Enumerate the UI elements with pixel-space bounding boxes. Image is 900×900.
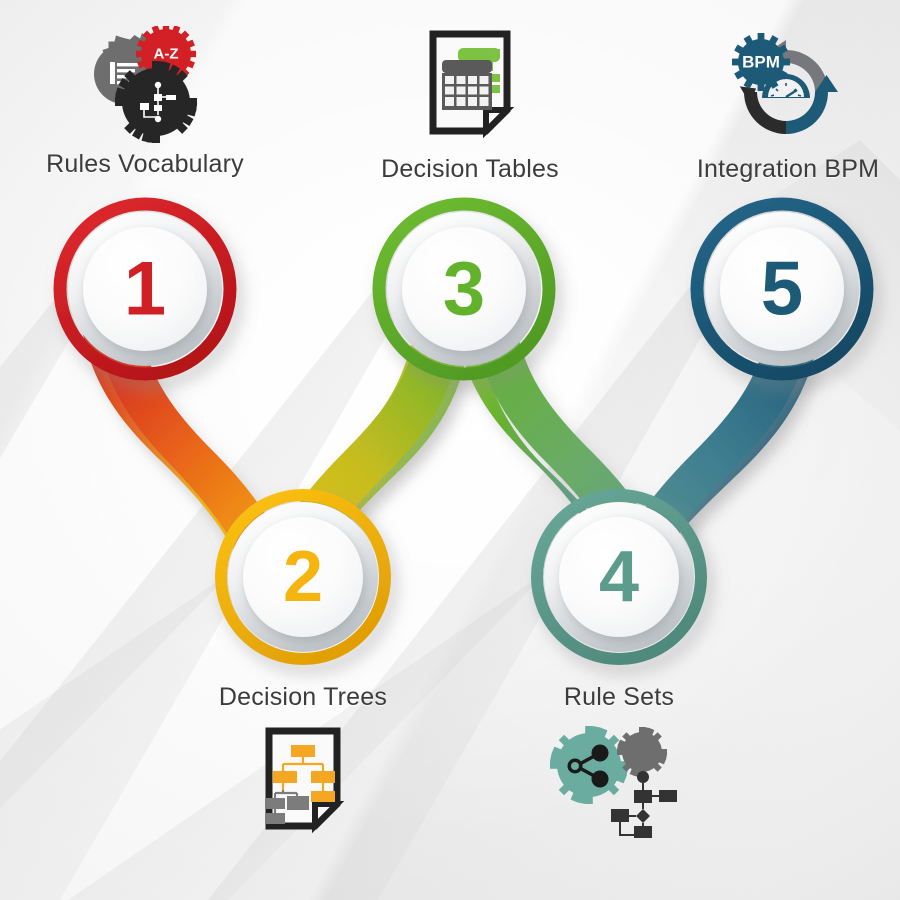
step-number-1: 1: [124, 247, 166, 332]
step-circle-1: [53, 197, 237, 381]
az-gear-label: A-Z: [154, 46, 179, 63]
step-number-4: 4: [599, 537, 639, 617]
gear-share-flow-icon: [549, 722, 689, 847]
document-tree-icon: [253, 726, 353, 843]
step-number-3: 3: [443, 247, 485, 332]
step-label-5: Integration BPM: [696, 155, 880, 183]
step-circle-3: [372, 197, 556, 381]
bpm-gear-label: BPM: [742, 53, 780, 72]
document-table-icon: [420, 28, 520, 148]
step-label-1: Rules Vocabulary: [46, 150, 244, 178]
step-label-3: Decision Tables: [381, 155, 559, 183]
step-label-2: Decision Trees: [218, 683, 388, 711]
step-label-4: Rule Sets: [563, 683, 675, 711]
step-circle-2: [215, 489, 391, 665]
step-circle-4: [531, 489, 707, 665]
bpm-cycle-icon: BPM: [723, 26, 853, 151]
gears-az-icon: A-Z: [80, 24, 210, 151]
step-number-2: 2: [283, 537, 323, 617]
step-number-5: 5: [761, 247, 803, 332]
step-circle-5: [690, 197, 874, 381]
